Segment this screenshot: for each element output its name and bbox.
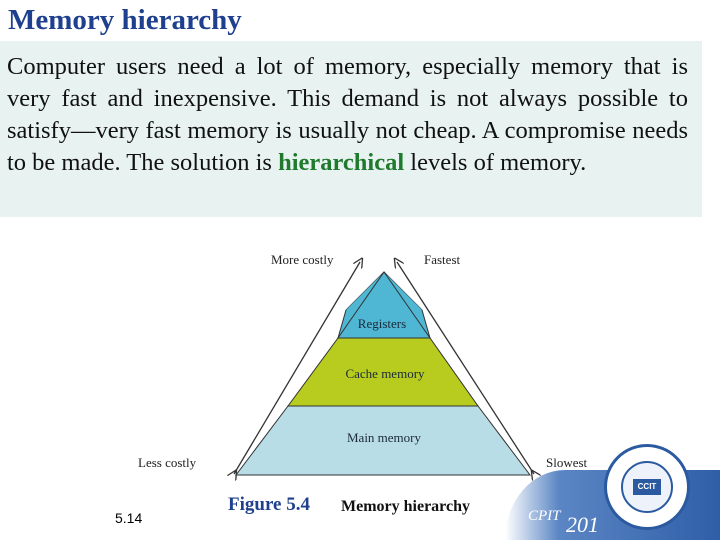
paragraph-text-start: Computer users need a lot of memory, esp… [7,53,688,176]
label-slowest: Slowest [546,455,588,470]
course-label: CPIT [528,508,561,524]
figure-caption-text: Memory hierarchy [341,498,470,515]
level-label-registers: Registers [358,316,406,331]
logo-mark: CCIT [633,479,661,495]
course-number: 201 [566,512,599,537]
level-label-cache: Cache memory [345,366,425,381]
logo-emblem: CCIT [621,461,673,513]
figure-caption-label: Figure 5.4 [228,494,310,515]
university-logo: CCIT [604,444,690,530]
slide-title: Memory hierarchy [8,4,242,36]
level-label-main: Main memory [347,430,422,445]
intro-paragraph: Computer users need a lot of memory, esp… [0,41,702,217]
label-fastest: Fastest [424,252,461,267]
paragraph-text-end: levels of memory. [404,149,587,176]
speed-arrow [397,262,534,474]
paragraph-highlight: hierarchical [278,149,405,176]
slide-number: 5.14 [115,510,143,526]
label-more-costly: More costly [271,252,334,267]
cost-arrow [234,262,360,474]
label-less-costly: Less costly [138,455,197,470]
